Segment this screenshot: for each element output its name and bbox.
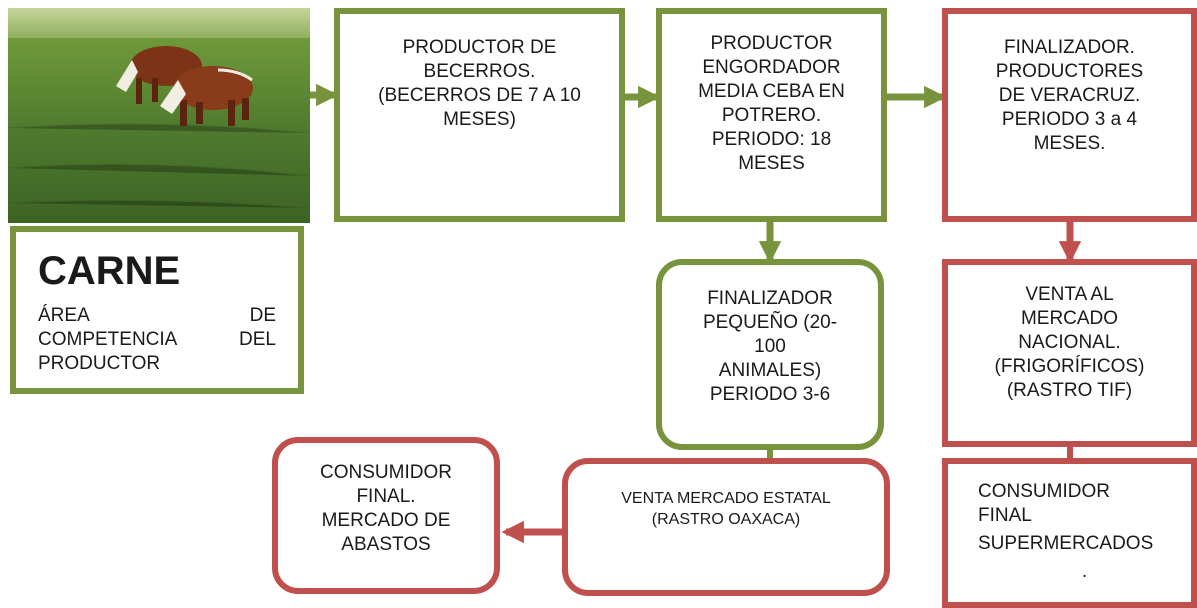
venta-nacional-box: VENTA AL MERCADO NACIONAL. (FRIGORÍFICOS… xyxy=(942,259,1197,447)
venta-estatal-box: VENTA MERCADO ESTATAL (RASTRO OAXACA) xyxy=(562,458,890,596)
carne-title: CARNE xyxy=(38,249,181,293)
carne-label-box: CARNE ÁREA DE COMPETENCIA DEL PRODUCTOR xyxy=(10,226,304,394)
cattle-grazing-photo xyxy=(8,8,310,223)
consumidor-abastos-box: CONSUMIDOR FINAL. MERCADO DE ABASTOS xyxy=(272,437,500,594)
finalizador-pequeno-box: FINALIZADOR PEQUEÑO (20- 100 ANIMALES) P… xyxy=(656,259,884,450)
consumidor-supermercados-box: CONSUMIDOR FINAL SUPERMERCADOS . xyxy=(942,458,1197,608)
productor-engordador-box: PRODUCTOR ENGORDADOR MEDIA CEBA EN POTRE… xyxy=(656,8,887,222)
carne-desc-line-1: ÁREA DE xyxy=(38,305,276,326)
finalizador-veracruz-box: FINALIZADOR. PRODUCTORES DE VERACRUZ. PE… xyxy=(942,8,1197,222)
carne-desc-line-2: COMPETENCIA DEL xyxy=(38,329,276,350)
carne-desc-line-3: PRODUCTOR xyxy=(38,353,161,374)
cow-front xyxy=(160,66,253,126)
cattle-photo-graphic xyxy=(8,8,310,223)
productor-becerros-box: PRODUCTOR DE BECERROS. (BECERROS DE 7 A … xyxy=(334,8,625,222)
